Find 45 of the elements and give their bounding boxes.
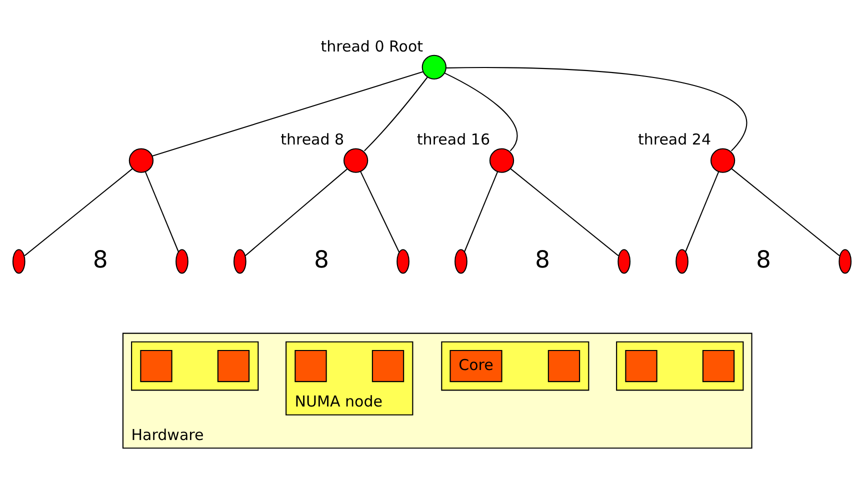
node-box: [625, 350, 658, 382]
connector: [446, 67, 746, 152]
connector: [144, 172, 179, 252]
connector: [444, 72, 518, 152]
connector: [152, 71, 424, 157]
node-circle: [422, 54, 446, 80]
node-box: [548, 350, 580, 382]
label: 8: [535, 245, 550, 274]
label: 8: [92, 245, 108, 274]
node-circle: [343, 148, 368, 173]
connector: [510, 168, 619, 256]
connector: [364, 77, 428, 152]
node-ellipse: [233, 249, 246, 274]
node-ellipse: [176, 249, 188, 274]
label: 8: [314, 245, 329, 274]
cluster: NUMA node: [286, 341, 414, 416]
connector: [464, 172, 498, 252]
node-ellipse: [676, 249, 688, 274]
node-label: thread 0 Root: [320, 37, 424, 56]
connector: [360, 171, 400, 252]
node-box: [702, 350, 735, 382]
cluster: [441, 341, 590, 391]
node-circle: [489, 148, 514, 173]
connector: [244, 168, 348, 256]
connector: [731, 168, 840, 256]
cluster: [616, 341, 744, 391]
cluster: [131, 341, 259, 391]
node-box: [217, 350, 250, 382]
node-ellipse: [618, 249, 631, 274]
node-circle: [128, 148, 154, 173]
node-box: [294, 350, 327, 382]
connector: [24, 168, 133, 256]
node-circle: [710, 148, 736, 173]
node-box: [140, 350, 172, 382]
node-ellipse: [838, 249, 852, 274]
connector: [685, 172, 720, 252]
node-box: Core: [450, 350, 502, 382]
node-label: thread 16: [416, 130, 490, 149]
node-ellipse: [454, 249, 468, 274]
node-box: [372, 350, 404, 382]
node-ellipse: [12, 249, 26, 274]
node-label: thread 24: [638, 130, 712, 149]
node-ellipse: [396, 249, 410, 274]
label: 8: [756, 245, 772, 274]
node-label: thread 8: [280, 130, 344, 149]
